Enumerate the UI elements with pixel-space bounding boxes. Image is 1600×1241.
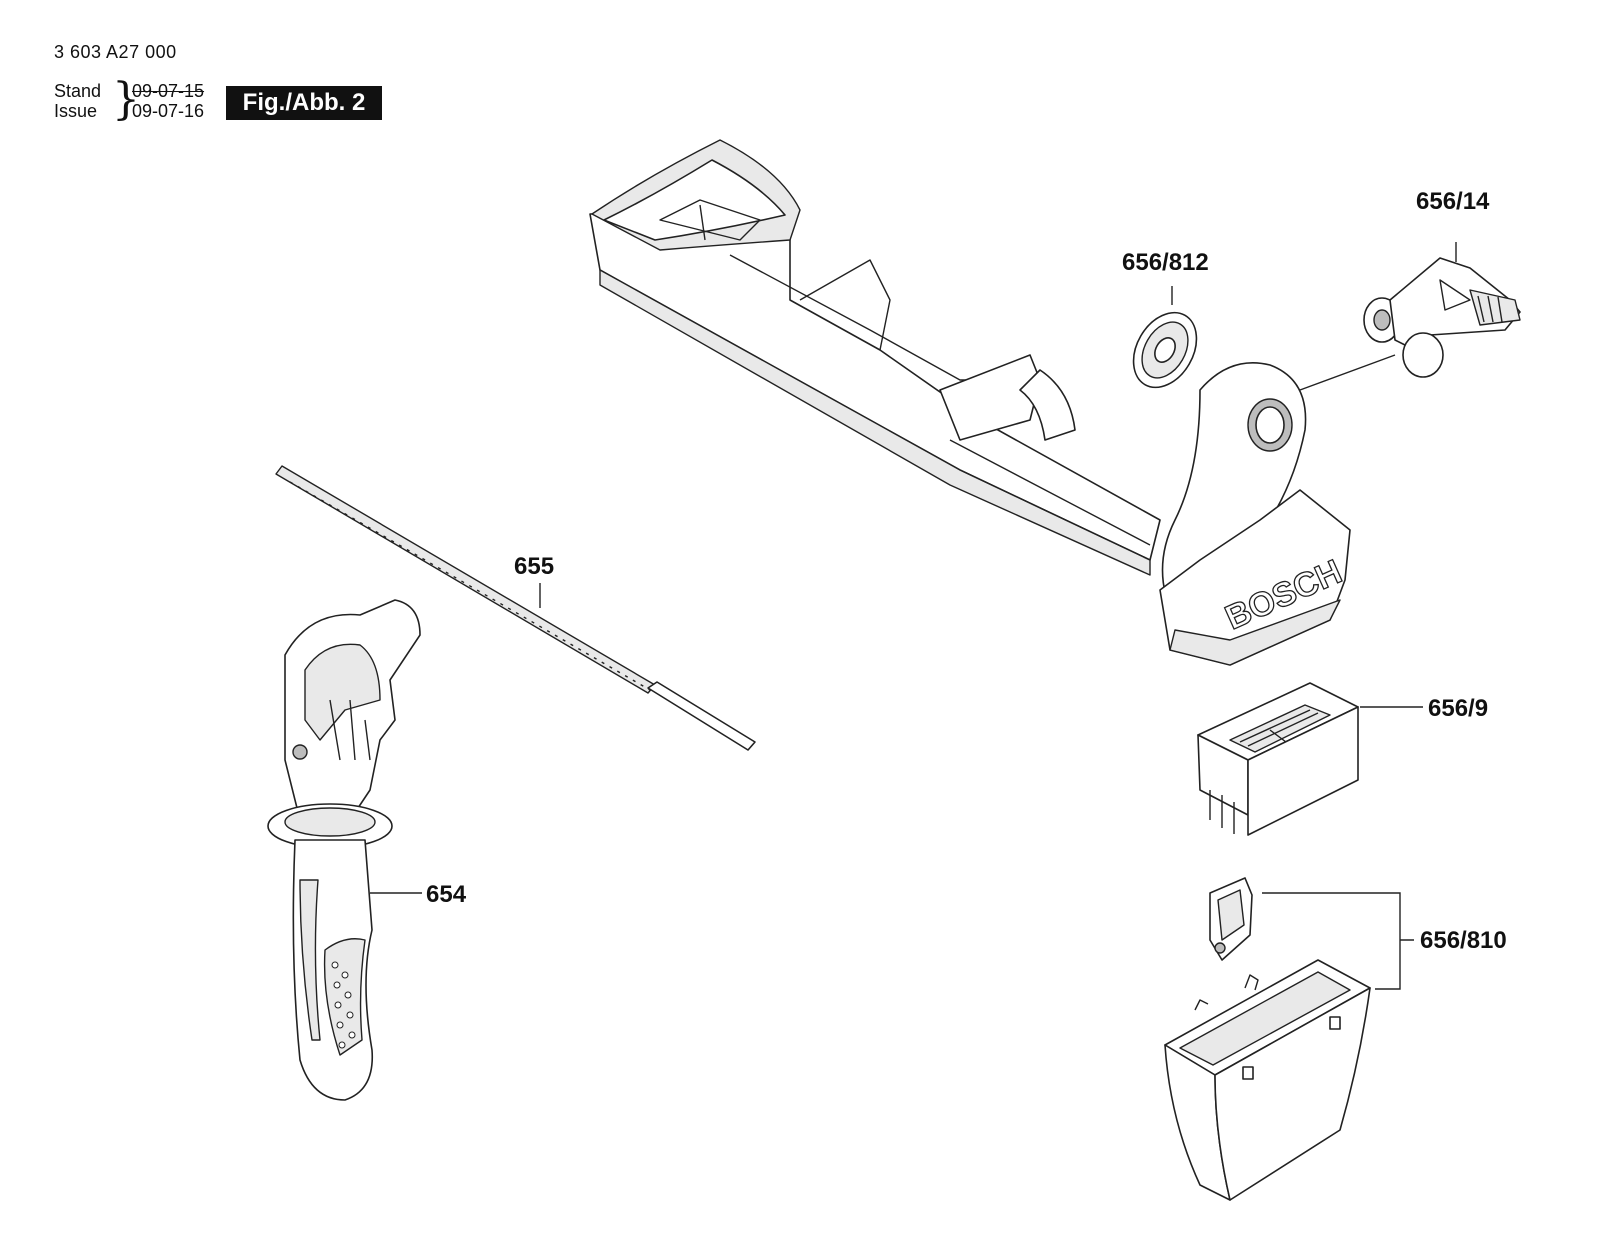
callout-656-9: 656/9 [1428, 695, 1488, 722]
washer-drawing [1132, 311, 1198, 389]
auxiliary-handle-drawing [267, 599, 421, 1101]
filter-insert-drawing [1197, 682, 1359, 836]
depth-rod-drawing [275, 465, 756, 751]
clamp-lever-drawing [1363, 257, 1521, 378]
callout-656-812: 656/812 [1122, 249, 1209, 276]
issue-label: Issue [54, 101, 98, 121]
brace-glyph: } [112, 74, 140, 125]
stand-label: Stand [54, 81, 102, 101]
callout-654: 654 [426, 881, 467, 908]
dust-box-drawing [1164, 877, 1371, 1201]
issue-date: 09-07-16 [132, 101, 205, 121]
callout-655: 655 [514, 553, 554, 580]
figure-badge: Fig./Abb. 2 [226, 86, 382, 120]
callout-656-810: 656/810 [1420, 927, 1507, 954]
leader-656-810 [1262, 892, 1414, 990]
leader-656-14-body [1299, 354, 1396, 391]
part-number: 3 603 A27 000 [54, 42, 177, 62]
callout-656-14: 656/14 [1416, 188, 1490, 215]
stand-date: 09-07-15 [132, 81, 205, 101]
extraction-arm-drawing: BOSCH [589, 139, 1351, 666]
